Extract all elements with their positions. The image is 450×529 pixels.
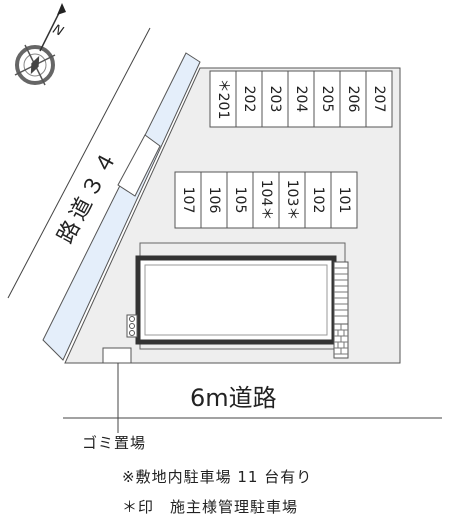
brick-wall xyxy=(333,323,349,359)
note-owner-parking: ＊印 施主様管理駐車場 xyxy=(122,498,299,516)
parking-slot-label: 103＊ xyxy=(284,180,300,221)
parking-slot-label: ＊201 xyxy=(215,79,231,120)
note-total-parking: ※敷地内駐車場 11 台有り xyxy=(122,468,313,486)
stairs xyxy=(333,261,349,325)
main-road-label: 6m道路 xyxy=(190,384,277,412)
garbage-station xyxy=(102,347,132,364)
side-road-edge xyxy=(7,27,151,299)
parking-slot-label: 101 xyxy=(336,187,352,214)
sidewalk-gap xyxy=(117,134,161,197)
parking-slot-label: 102 xyxy=(310,187,326,214)
parking-slot-label: 107 xyxy=(180,187,196,214)
compass-rose-icon xyxy=(14,3,66,86)
parking-slot-label: 206 xyxy=(345,86,361,113)
parking-slot-label: 105 xyxy=(232,187,248,214)
parking-slot-label: 207 xyxy=(371,86,387,113)
parking-slot-label: 104＊ xyxy=(258,180,274,221)
parking-row-lower: 107 106 105 104＊ 103＊ 102 101 xyxy=(174,171,358,229)
parking-slot-label: 203 xyxy=(267,86,283,113)
parking-row-upper: ＊201 202 203 204 205 206 207 xyxy=(209,70,393,128)
sidewalk-strip xyxy=(42,52,201,361)
building xyxy=(135,255,337,345)
parking-slot-label: 106 xyxy=(206,187,222,214)
parking-slot-label: 202 xyxy=(241,86,257,113)
utility-meter-icon xyxy=(126,314,138,338)
parking-slot-label: 205 xyxy=(319,86,335,113)
parking-slot-label: 204 xyxy=(293,86,309,113)
garbage-label: ゴミ置場 xyxy=(82,434,147,452)
